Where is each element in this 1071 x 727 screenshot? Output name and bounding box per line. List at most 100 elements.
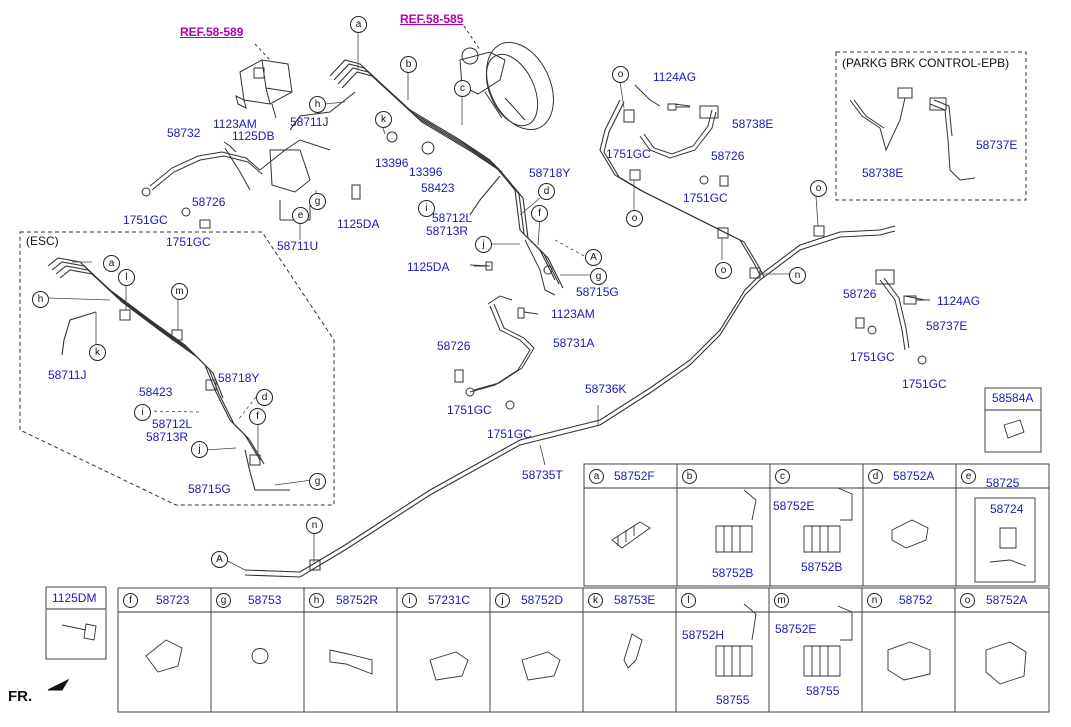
part-1124AG[interactable]: 1124AG [937, 294, 981, 308]
legend-code-n[interactable]: 58752 [899, 593, 933, 607]
part-58732[interactable]: 58732 [167, 126, 201, 140]
callout-c: c [454, 80, 471, 97]
legend-sub-b[interactable]: 58752B [712, 566, 754, 580]
part-58711U[interactable]: 58711U [277, 239, 319, 253]
callout-o: o [626, 210, 643, 227]
esc-group-box [19, 231, 335, 506]
part-58726[interactable]: 58726 [192, 195, 226, 209]
legend-letter-e: e [961, 469, 976, 484]
part-58711J[interactable]: 58711J [48, 368, 87, 382]
legend-code-d[interactable]: 58752A [893, 469, 935, 483]
part-58738E[interactable]: 58738E [732, 117, 774, 131]
ref-link-58-585[interactable]: REF.58-585 [400, 12, 464, 26]
part-1751GC[interactable]: 1751GC [902, 377, 947, 391]
legend-letter-l: l [681, 593, 696, 608]
part-58731A[interactable]: 58731A [553, 336, 595, 350]
callout-b: b [400, 56, 417, 73]
legend-sub-c2[interactable]: 58752B [801, 560, 843, 574]
callout-e: e [292, 207, 309, 224]
part-58726[interactable]: 58726 [711, 149, 745, 163]
part-58736K[interactable]: 58736K [585, 382, 627, 396]
legend-grids [45, 387, 1050, 713]
legend-letter-i: i [402, 593, 417, 608]
callout-i: i [134, 404, 151, 421]
part-58711J[interactable]: 58711J [290, 115, 329, 129]
part-1751GC[interactable]: 1751GC [850, 350, 895, 364]
part-1125DB[interactable]: 1125DB [232, 129, 275, 143]
legend-letter-d: d [868, 469, 883, 484]
part-1751GC[interactable]: 1751GC [606, 147, 651, 161]
legend-sub-m1[interactable]: 58752E [775, 622, 817, 636]
part-58584A[interactable]: 58584A [992, 391, 1034, 405]
part-58715G[interactable]: 58715G [576, 285, 619, 299]
part-58737E[interactable]: 58737E [926, 319, 968, 333]
callout-m: m [171, 283, 188, 300]
legend-sub-l1[interactable]: 58752H [682, 628, 725, 642]
part-58715G[interactable]: 58715G [188, 482, 231, 496]
ref-link-58-589[interactable]: REF.58-589 [180, 25, 244, 39]
callout-n: n [789, 267, 806, 284]
legend-code-k[interactable]: 58753E [614, 593, 656, 607]
callout-g: g [590, 268, 607, 285]
callout-k: k [89, 344, 106, 361]
callout-k: k [375, 111, 392, 128]
part-1125DM[interactable]: 1125DM [52, 591, 97, 605]
part-58423[interactable]: 58423 [421, 181, 455, 195]
legend-code-a[interactable]: 58752F [614, 469, 655, 483]
callout-o: o [612, 66, 629, 83]
legend-letter-m: m [774, 593, 789, 608]
callout-g: g [309, 473, 326, 490]
part-58737E[interactable]: 58737E [976, 138, 1018, 152]
part-58726[interactable]: 58726 [843, 287, 877, 301]
part-1125DA[interactable]: 1125DA [407, 260, 450, 274]
part-58726[interactable]: 58726 [437, 339, 471, 353]
front-direction-label: FR. [8, 688, 33, 705]
callout-j: j [191, 441, 208, 458]
part-58713R[interactable]: 58713R [146, 430, 189, 444]
brake-hose-58732 [149, 151, 261, 187]
callout-h: h [32, 291, 49, 308]
legend-sub-l2[interactable]: 58755 [716, 693, 750, 707]
legend-sub-c1[interactable]: 58752E [773, 499, 815, 513]
callout-f: f [531, 205, 548, 222]
legend-code-g[interactable]: 58753 [248, 593, 282, 607]
legend-code-i[interactable]: 57231C [428, 593, 471, 607]
legend-code-h[interactable]: 58752R [336, 593, 379, 607]
callout-a: a [103, 255, 120, 272]
part-13396[interactable]: 13396 [375, 156, 409, 170]
part-58738E[interactable]: 58738E [862, 166, 904, 180]
part-58735T[interactable]: 58735T [522, 468, 563, 482]
abs-unit-drawing [235, 59, 293, 119]
legend-code-j[interactable]: 58752D [521, 593, 564, 607]
part-1123AM[interactable]: 1123AM [551, 307, 595, 321]
part-1751GC[interactable]: 1751GC [447, 403, 492, 417]
part-1125DA[interactable]: 1125DA [337, 217, 380, 231]
part-58718Y[interactable]: 58718Y [529, 166, 571, 180]
legend-sub-e[interactable]: 58724 [990, 502, 1024, 516]
legend-letter-f: f [123, 593, 138, 608]
part-58718Y[interactable]: 58718Y [218, 371, 260, 385]
callout-A: A [585, 249, 602, 266]
part-58423[interactable]: 58423 [139, 385, 173, 399]
legend-code-o[interactable]: 58752A [986, 593, 1028, 607]
callout-d: d [256, 389, 273, 406]
part-13396[interactable]: 13396 [409, 165, 443, 179]
part-58712L[interactable]: 58712L [152, 417, 193, 431]
part-1751GC[interactable]: 1751GC [683, 191, 728, 205]
legend-code-f[interactable]: 58723 [156, 593, 190, 607]
part-58713R[interactable]: 58713R [426, 224, 469, 238]
legend-sub-m2[interactable]: 58755 [806, 684, 840, 698]
callout-d: d [538, 183, 555, 200]
esc-group-label: (ESC) [26, 234, 59, 248]
part-1751GC[interactable]: 1751GC [123, 213, 168, 227]
part-1751GC[interactable]: 1751GC [166, 235, 211, 249]
part-1124AG[interactable]: 1124AG [653, 70, 697, 84]
part-58712L[interactable]: 58712L [432, 211, 473, 225]
legend-code-e[interactable]: 58725 [986, 476, 1020, 490]
part-1751GC[interactable]: 1751GC [487, 427, 532, 441]
brake-booster-drawing [459, 41, 554, 131]
legend-letter-b: b [682, 469, 697, 484]
part-1123AM[interactable]: 1123AM [213, 117, 257, 131]
callout-j: j [475, 236, 492, 253]
